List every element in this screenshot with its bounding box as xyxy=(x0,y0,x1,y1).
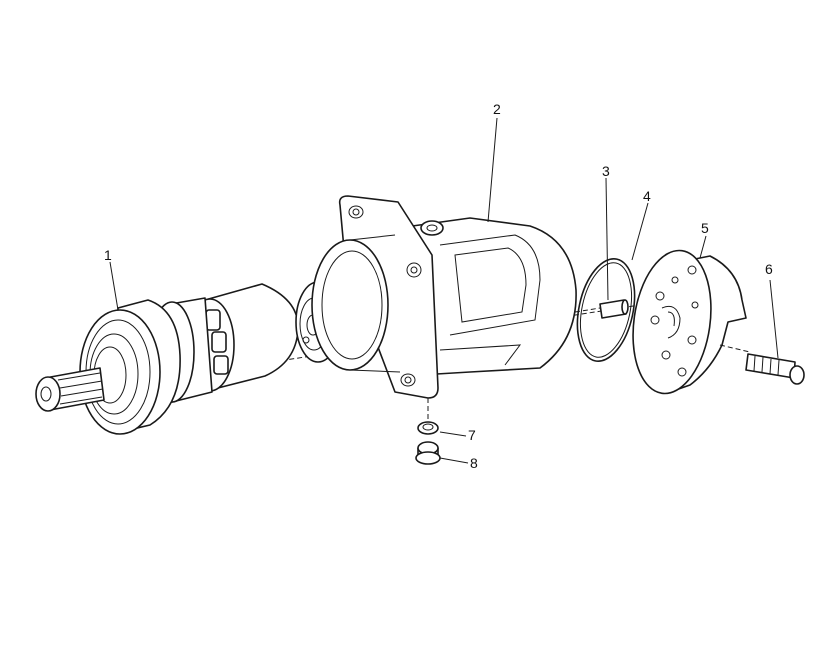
callout-1: 1 xyxy=(104,247,112,263)
part-3-pin xyxy=(574,299,629,319)
part-4-o-ring xyxy=(576,258,636,362)
callout-6: 6 xyxy=(765,261,773,277)
callout-7: 7 xyxy=(468,427,476,443)
part-6-bolt xyxy=(719,344,805,385)
callout-leaders xyxy=(109,117,779,464)
callout-4: 4 xyxy=(643,188,651,204)
callout-5: 5 xyxy=(701,220,709,236)
callout-8: 8 xyxy=(470,455,478,471)
callout-2: 2 xyxy=(493,101,501,117)
part-7-washer xyxy=(417,398,439,435)
part-2-housing xyxy=(311,195,577,399)
callout-3: 3 xyxy=(602,163,610,179)
part-1-rotating-group xyxy=(35,283,299,435)
part-5-port-plate xyxy=(632,249,747,395)
part-8-plug-screw xyxy=(415,441,441,465)
